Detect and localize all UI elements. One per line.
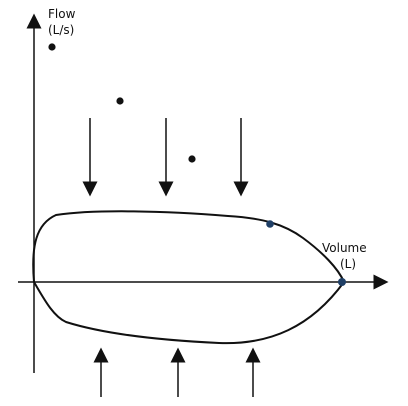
flow-volume-loop-upper bbox=[32, 210, 345, 283]
x-axis-title: Volume bbox=[322, 241, 367, 255]
point-dot-3 bbox=[188, 155, 196, 163]
point-dot-5 bbox=[338, 278, 346, 286]
point-dot-4 bbox=[266, 220, 274, 228]
y-axis-title: Flow bbox=[48, 7, 76, 21]
x-axis-unit: (L) bbox=[340, 257, 356, 271]
point-dot-2 bbox=[116, 97, 124, 105]
point-dot-1 bbox=[48, 43, 56, 51]
flow-volume-loop-lower bbox=[33, 281, 345, 345]
y-axis-unit: (L/s) bbox=[48, 23, 74, 37]
